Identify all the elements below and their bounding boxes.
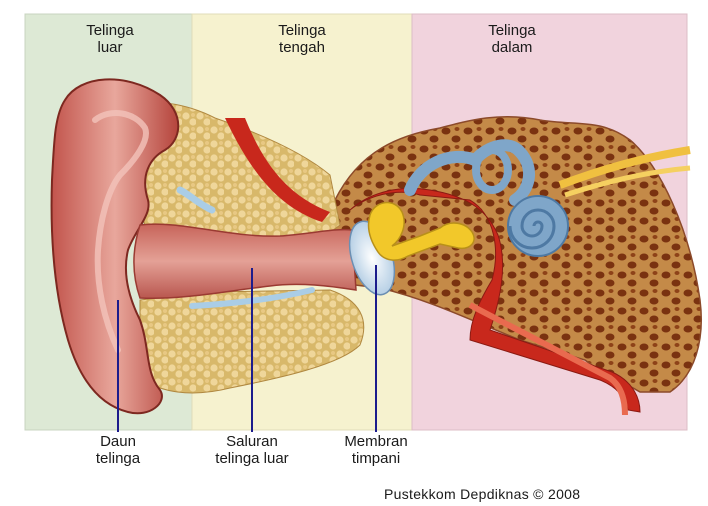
copyright-credit: Pustekkom Depdiknas © 2008: [384, 486, 580, 502]
label-pinna: Daun telinga: [68, 433, 168, 467]
label-canal-line1: Saluran: [192, 433, 312, 450]
label-canal: Saluran telinga luar: [192, 433, 312, 467]
region-title-middle-line1: Telinga: [252, 22, 352, 39]
region-title-middle: Telinga tengah: [252, 22, 352, 56]
label-canal-line2: telinga luar: [192, 450, 312, 467]
region-title-outer: Telinga luar: [60, 22, 160, 56]
label-pinna-line2: telinga: [68, 450, 168, 467]
label-eardrum-line2: timpani: [326, 450, 426, 467]
region-title-outer-line2: luar: [60, 39, 160, 56]
region-title-inner: Telinga dalam: [462, 22, 562, 56]
label-pinna-line1: Daun: [68, 433, 168, 450]
label-eardrum: Membran timpani: [326, 433, 426, 467]
label-eardrum-line1: Membran: [326, 433, 426, 450]
region-title-inner-line2: dalam: [462, 39, 562, 56]
region-title-inner-line1: Telinga: [462, 22, 562, 39]
region-title-outer-line1: Telinga: [60, 22, 160, 39]
region-title-middle-line2: tengah: [252, 39, 352, 56]
